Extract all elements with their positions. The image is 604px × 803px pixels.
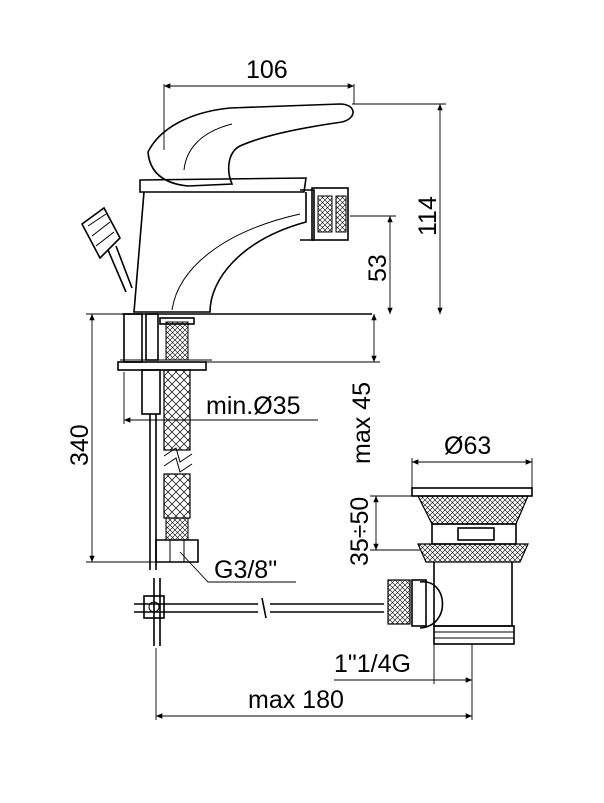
dim-height-total: 114 xyxy=(414,196,442,236)
dim-waste-diameter: Ø63 xyxy=(444,432,491,460)
dim-width-top: 106 xyxy=(246,56,288,84)
dim-hole-diameter: min.Ø35 xyxy=(206,392,300,420)
dim-hose-length: 340 xyxy=(66,424,94,466)
dim-waste-adjust: 35÷50 xyxy=(346,497,374,566)
dim-spout-height: 53 xyxy=(364,254,392,282)
dimension-lines xyxy=(86,83,533,720)
mixer-body xyxy=(80,103,354,313)
dim-hose-thread: G3/8" xyxy=(214,556,277,584)
pop-up-waste xyxy=(387,487,533,645)
supply-hoses xyxy=(123,313,199,570)
dim-deck-thickness: max 45 xyxy=(348,382,376,464)
dim-rod-length: max 180 xyxy=(248,686,344,714)
popup-rod xyxy=(134,578,384,646)
dim-waste-thread: 1"1/4G xyxy=(334,650,411,678)
